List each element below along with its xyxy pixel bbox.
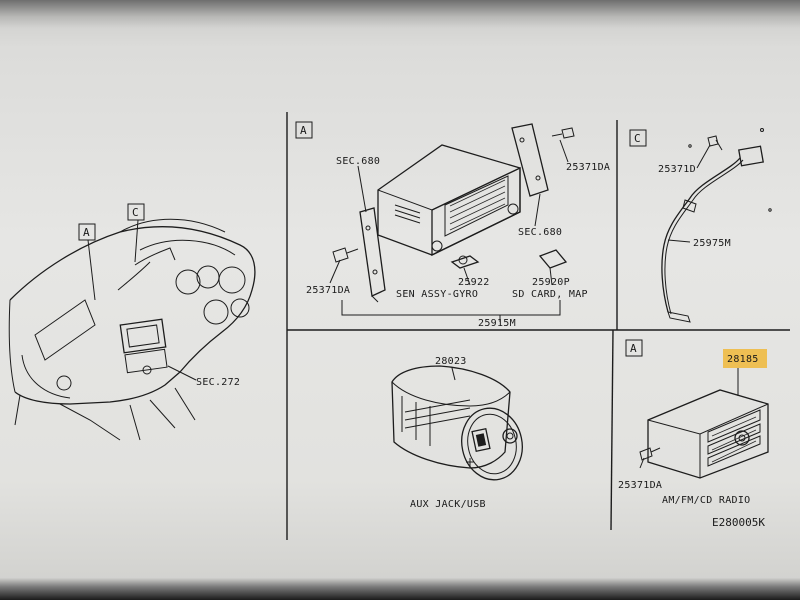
- label-28023: 28023: [435, 356, 467, 367]
- left-tag-a-text: A: [83, 226, 90, 239]
- label-25371da-a: 25371DA: [306, 285, 350, 296]
- label-28185: 28185: [727, 354, 759, 365]
- screw-icons: [332, 127, 575, 263]
- label-25371da-radio: 25371DA: [618, 480, 662, 491]
- monitor-bezel-top: [0, 0, 800, 28]
- gyro-sensor: [450, 255, 480, 269]
- label-sd-card-map: SD CARD, MAP: [512, 289, 588, 300]
- label-25371d: 25371D: [658, 164, 696, 175]
- sec-272-label: SEC.272: [196, 377, 240, 388]
- label-am-fm-cd-radio: AM/FM/CD RADIO: [662, 495, 751, 506]
- label-sec680-b: SEC.680: [518, 227, 562, 238]
- right-bracket: [511, 123, 549, 197]
- label-25371da-b: 25371DA: [566, 162, 610, 173]
- left-tag-a: A: [78, 223, 96, 241]
- label-25975m: 25975M: [693, 238, 731, 249]
- antenna-cable: [661, 128, 772, 323]
- monitor-bezel-bottom: [0, 578, 800, 600]
- panel-a2-tag: A: [625, 339, 643, 357]
- panel-a2-tag-text: A: [630, 342, 637, 355]
- label-aux-jack-usb: AUX JACK/USB: [410, 499, 486, 510]
- part-highlight: [723, 349, 767, 368]
- label-25922: 25922: [458, 277, 490, 288]
- panel-c-tag: C: [629, 129, 647, 147]
- panel-a-tag-text: A: [300, 124, 307, 137]
- panel-c-tag-text: C: [634, 132, 641, 145]
- left-tag-c: C: [127, 203, 145, 221]
- aux-usb-module: [391, 365, 523, 481]
- label-sec680-a: SEC.680: [336, 156, 380, 167]
- dashboard-overview: [8, 218, 256, 441]
- sd-card: [538, 249, 568, 269]
- panel-a-tag: A: [295, 121, 313, 139]
- label-sen-assy-gyro: SEN ASSY-GYRO: [396, 289, 478, 300]
- radio-unit: [639, 368, 769, 479]
- label-25915m: 25915M: [478, 318, 516, 329]
- label-25920p: 25920P: [532, 277, 570, 288]
- panel-frame: [286, 112, 790, 540]
- left-bracket: [359, 207, 386, 303]
- nav-head-unit: [377, 144, 521, 257]
- left-tag-c-text: C: [132, 206, 139, 219]
- panel-a-leaders: [329, 139, 569, 322]
- figure-code: E280005K: [712, 516, 765, 529]
